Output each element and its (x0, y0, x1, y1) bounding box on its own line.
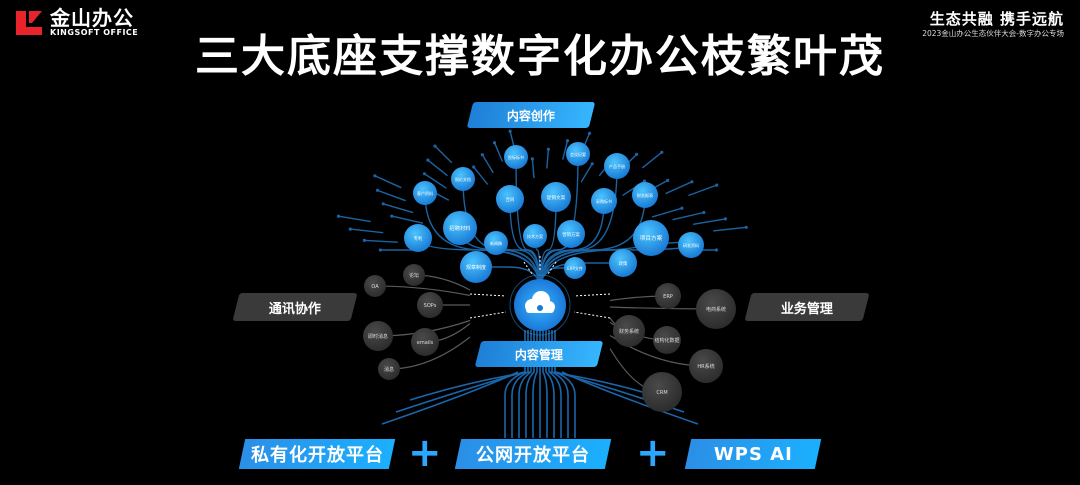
event-subtitle: 2023金山办公生态伙伴大会-数字办公专场 (922, 29, 1064, 38)
system-node-label: emails (417, 340, 434, 346)
cloud-hub (509, 274, 571, 336)
content-node: 政策 (609, 249, 637, 277)
content-node: 客户资料 (413, 181, 437, 205)
system-node-label: 论坛 (409, 272, 419, 279)
content-node-label: 项目方案 (640, 234, 663, 242)
content-mgmt-label: 内容管理 (474, 341, 604, 367)
content-node: 招聘材料 (443, 211, 477, 245)
content-node: ERP文件 (564, 257, 586, 279)
content-node: 合同 (496, 185, 524, 213)
content-node-label: 会议纪要 (570, 151, 586, 157)
system-node: SOPs (417, 292, 443, 318)
logo-cn-text: 金山办公 (50, 6, 134, 30)
content-node-label: 招聘材料 (449, 224, 471, 232)
wps-ai-label: WPS AI (684, 439, 822, 469)
content-node: 规章制度 (460, 251, 492, 283)
page-title: 三大底座支撑数字化办公枝繁叶茂 (195, 31, 885, 82)
plus-icon: + (636, 430, 670, 476)
system-node-label: SOPs (424, 303, 437, 309)
content-node-label: 营销方案 (562, 231, 580, 238)
content-node: 采购标书 (591, 188, 617, 214)
system-node: emails (411, 328, 439, 356)
system-node: 消息 (378, 358, 400, 380)
content-node-label: 专利 (414, 235, 423, 242)
content-node-label: 财务报表 (637, 192, 653, 198)
content-node-label: 技术方案 (527, 233, 543, 239)
content-node: 产品手册 (604, 153, 630, 179)
plus-icon: + (408, 430, 442, 476)
content-node: 营销方案 (557, 220, 585, 248)
content-node: 新闻稿 (484, 231, 508, 255)
content-node-label: 客户资料 (417, 190, 433, 196)
content-node-label: 研发资料 (683, 242, 699, 248)
kingsoft-logo-icon (16, 11, 42, 35)
content-node-label: 报价文档 (455, 176, 471, 182)
content-node-label: ERP文件 (567, 265, 583, 271)
private-platform-label: 私有化开放平台 (238, 439, 396, 469)
system-node: CRM (642, 372, 682, 412)
content-node: 会议纪要 (566, 142, 590, 166)
public-platform-label: 公网开放平台 (454, 439, 612, 469)
branch-lines (336, 129, 748, 291)
content-node-label: 新闻稿 (490, 240, 502, 246)
system-node: 电商系统 (696, 289, 736, 329)
trunk-lines (381, 330, 699, 438)
content-node-label: 政策 (619, 260, 628, 267)
system-node-label: 电商系统 (706, 306, 726, 313)
event-slogan: 生态共融 携手远航 (929, 10, 1064, 28)
content-node: 投标标书 (504, 145, 528, 169)
content-node: 财务报表 (632, 182, 658, 208)
content-node-label: 产品手册 (609, 163, 625, 169)
system-node: 结构化数据 (653, 326, 681, 354)
content-node-label: 合同 (506, 196, 515, 203)
system-node: 论坛 (403, 264, 425, 286)
content-node-label: 促销文案 (547, 194, 566, 201)
kingsoft-office-logo: 金山办公 KINGSOFT OFFICE (14, 8, 138, 38)
dashed-arrows (469, 256, 611, 319)
content-node: 技术方案 (523, 224, 547, 248)
business-mgmt-label: 业务管理 (744, 293, 870, 321)
system-node-label: OA (371, 284, 379, 290)
content-creation-label: 内容创作 (466, 102, 596, 128)
system-node: 财务系统 (613, 315, 645, 347)
system-node: HR系统 (689, 349, 723, 383)
system-node: OA (364, 275, 386, 297)
system-node-label: 结构化数据 (654, 337, 679, 344)
system-node-label: CRM (656, 390, 667, 396)
system-node-label: ERP (663, 294, 673, 300)
system-node-label: 财务系统 (619, 328, 639, 335)
system-node-label: 即时消息 (368, 333, 388, 340)
content-node-label: 采购标书 (596, 198, 612, 204)
content-node: 研发资料 (678, 232, 704, 258)
content-node: 促销文案 (541, 182, 571, 212)
event-info: 生态共融 携手远航 2023金山办公生态伙伴大会-数字办公专场 (922, 10, 1064, 40)
logo-en-text: KINGSOFT OFFICE (50, 28, 139, 37)
content-node: 专利 (404, 224, 432, 252)
content-node: 报价文档 (451, 167, 475, 191)
system-node-label: HR系统 (697, 363, 714, 370)
content-node-label: 规章制度 (466, 264, 486, 271)
system-node: ERP (655, 283, 681, 309)
content-node: 项目方案 (633, 220, 669, 256)
communication-label: 通讯协作 (232, 293, 358, 321)
content-node-label: 投标标书 (508, 154, 524, 160)
system-node: 即时消息 (363, 321, 393, 351)
system-node-label: 消息 (384, 366, 394, 373)
